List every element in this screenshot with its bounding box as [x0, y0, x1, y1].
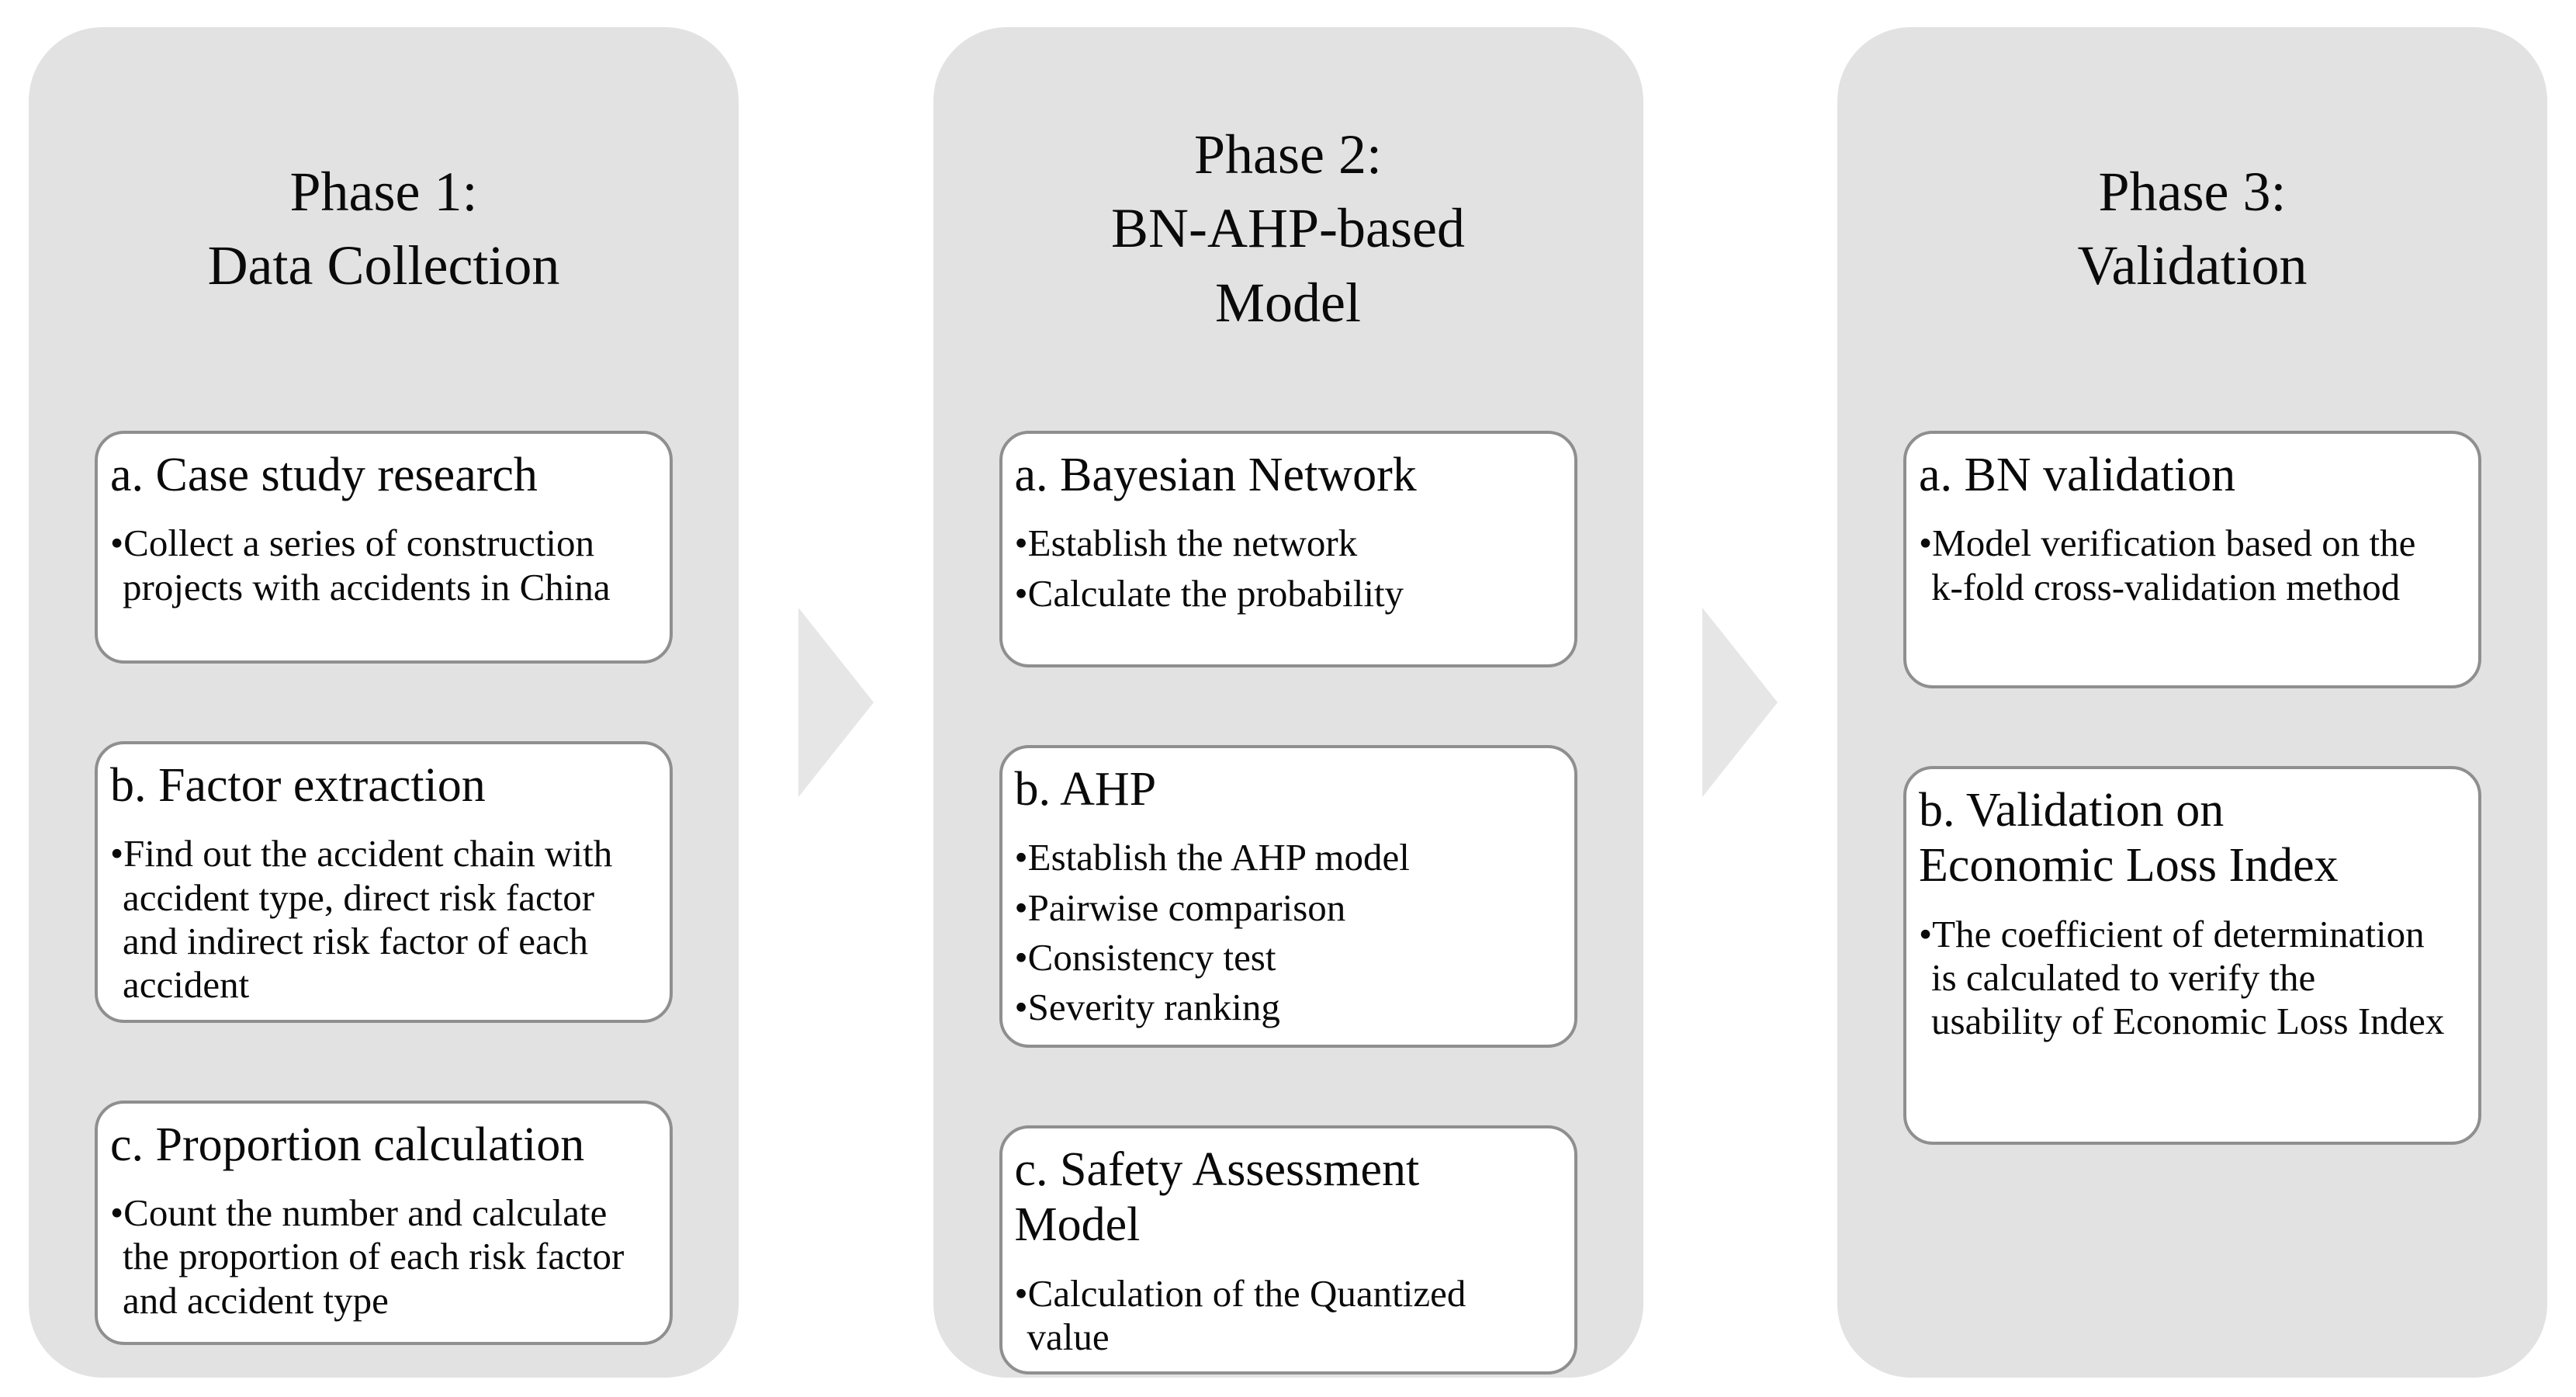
- card-bullet: •Establish the network: [1014, 522, 1358, 565]
- phase-2-panel: Phase 2: BN-AHP-based Model a. Bayesian …: [933, 27, 1643, 1378]
- arrow-gap-2: [1643, 27, 1838, 1378]
- phase-3-title: Phase 3: Validation: [2077, 160, 2308, 296]
- card-bullet: •Model verification based on the k-fold …: [1919, 522, 2416, 608]
- card-heading: b. Validation on Economic Loss Index: [1919, 784, 2339, 893]
- card-bullet: •The coefficient of determination is cal…: [1919, 912, 2445, 1043]
- card-heading: b. Factor extraction: [110, 759, 486, 812]
- phase-3-panel: Phase 3: Validation a. BN validation •Mo…: [1837, 27, 2547, 1378]
- card-bullet: •Pairwise comparison: [1014, 886, 1346, 929]
- arrow-right-icon: [1702, 608, 1778, 797]
- card-heading: b. AHP: [1014, 763, 1157, 816]
- phase-2-cards: a. Bayesian Network •Establish the netwo…: [933, 431, 1643, 1375]
- card-bullet: •Consistency test: [1014, 935, 1276, 979]
- arrow-gap-1: [739, 27, 933, 1378]
- card-bullet: •Count the number and calculate the prop…: [110, 1191, 625, 1322]
- phase-2-card-c: c. Safety Assessment Model •Calculation …: [999, 1125, 1577, 1375]
- phase-3-title-box: Phase 3: Validation: [1837, 27, 2547, 431]
- phase-2-title: Phase 2: BN-AHP-based Model: [1111, 123, 1465, 334]
- phase-3-card-b: b. Validation on Economic Loss Index •Th…: [1903, 766, 2481, 1145]
- card-bullet: •Find out the accident chain with accide…: [110, 832, 613, 1007]
- card-heading: a. Bayesian Network: [1014, 449, 1417, 501]
- phase-1-title: Phase 1: Data Collection: [207, 160, 560, 296]
- card-bullet: •Severity ranking: [1014, 986, 1280, 1029]
- card-bullet: •Establish the AHP model: [1014, 836, 1410, 879]
- card-heading: c. Proportion calculation: [110, 1118, 585, 1171]
- phase-1-title-box: Phase 1: Data Collection: [29, 27, 739, 431]
- card-bullet: •Calculation of the Quantized value: [1014, 1271, 1466, 1358]
- phase-1-card-c: c. Proportion calculation •Count the num…: [95, 1100, 673, 1345]
- arrow-right-icon: [798, 608, 874, 797]
- phase-2-card-b: b. AHP •Establish the AHP model •Pairwis…: [999, 745, 1577, 1048]
- phase-3-card-a: a. BN validation •Model verification bas…: [1903, 431, 2481, 688]
- card-bullet: •Collect a series of construction projec…: [110, 522, 611, 608]
- phase-1-cards: a. Case study research •Collect a series…: [29, 431, 739, 1345]
- card-heading: a. Case study research: [110, 449, 538, 501]
- phase-3-cards: a. BN validation •Model verification bas…: [1837, 431, 2547, 1145]
- card-bullet: •Calculate the probability: [1014, 571, 1404, 615]
- phase-1-panel: Phase 1: Data Collection a. Case study r…: [29, 27, 739, 1378]
- card-heading: a. BN validation: [1919, 449, 2236, 501]
- phase-2-card-a: a. Bayesian Network •Establish the netwo…: [999, 431, 1577, 667]
- phase-1-card-b: b. Factor extraction •Find out the accid…: [95, 741, 673, 1023]
- phase-1-card-a: a. Case study research •Collect a series…: [95, 431, 673, 664]
- card-heading: c. Safety Assessment Model: [1014, 1143, 1420, 1252]
- phase-2-title-box: Phase 2: BN-AHP-based Model: [933, 27, 1643, 431]
